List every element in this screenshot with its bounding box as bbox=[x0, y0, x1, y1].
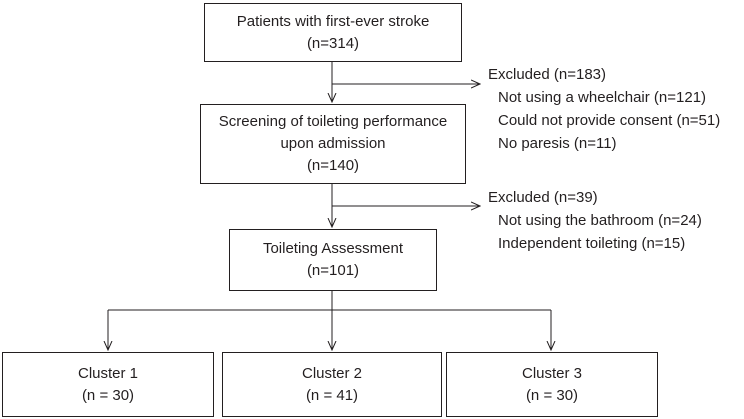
screening-title-line2: upon admission bbox=[280, 135, 386, 152]
patients-title: Patients with first-ever stroke bbox=[236, 12, 430, 30]
excluded-group-2: Excluded (n=39) Not using the bathroom (… bbox=[488, 186, 702, 255]
patients-box: Patients with first-ever stroke (n=314) bbox=[204, 3, 462, 62]
cluster-2-box: Cluster 2 (n = 41) bbox=[222, 352, 442, 417]
cluster-1-box: Cluster 1 (n = 30) bbox=[2, 352, 214, 417]
excluded-group-1: Excluded (n=183) Not using a wheelchair … bbox=[488, 63, 720, 155]
cluster-3-title: Cluster 3 bbox=[521, 364, 583, 382]
excluded-2-heading: Excluded (n=39) bbox=[488, 189, 598, 206]
cluster-1-count: (n = 30) bbox=[81, 386, 135, 404]
excluded-1-item: Could not provide consent (n=51) bbox=[498, 112, 721, 129]
excluded-2-item: Not using the bathroom (n=24) bbox=[498, 212, 702, 229]
excluded-1-item: Not using a wheelchair (n=121) bbox=[498, 89, 707, 106]
cluster-2-title: Cluster 2 bbox=[301, 364, 363, 382]
excluded-1-heading: Excluded (n=183) bbox=[488, 66, 606, 83]
excluded-2-item: Independent toileting (n=15) bbox=[498, 235, 686, 252]
screening-box: Screening of toileting performance upon … bbox=[200, 104, 466, 184]
cluster-1-title: Cluster 1 bbox=[77, 364, 139, 382]
screening-count: (n=140) bbox=[306, 157, 360, 174]
cluster-2-count: (n = 41) bbox=[305, 386, 359, 404]
cluster-3-count: (n = 30) bbox=[525, 386, 579, 404]
assessment-box: Toileting Assessment (n=101) bbox=[229, 229, 437, 291]
assessment-count: (n=101) bbox=[306, 262, 360, 279]
patients-count: (n=314) bbox=[306, 34, 360, 52]
screening-title-line1: Screening of toileting performance bbox=[218, 113, 448, 130]
excluded-1-item: No paresis (n=11) bbox=[498, 135, 617, 152]
assessment-title: Toileting Assessment bbox=[262, 240, 404, 257]
cluster-3-box: Cluster 3 (n = 30) bbox=[446, 352, 658, 417]
